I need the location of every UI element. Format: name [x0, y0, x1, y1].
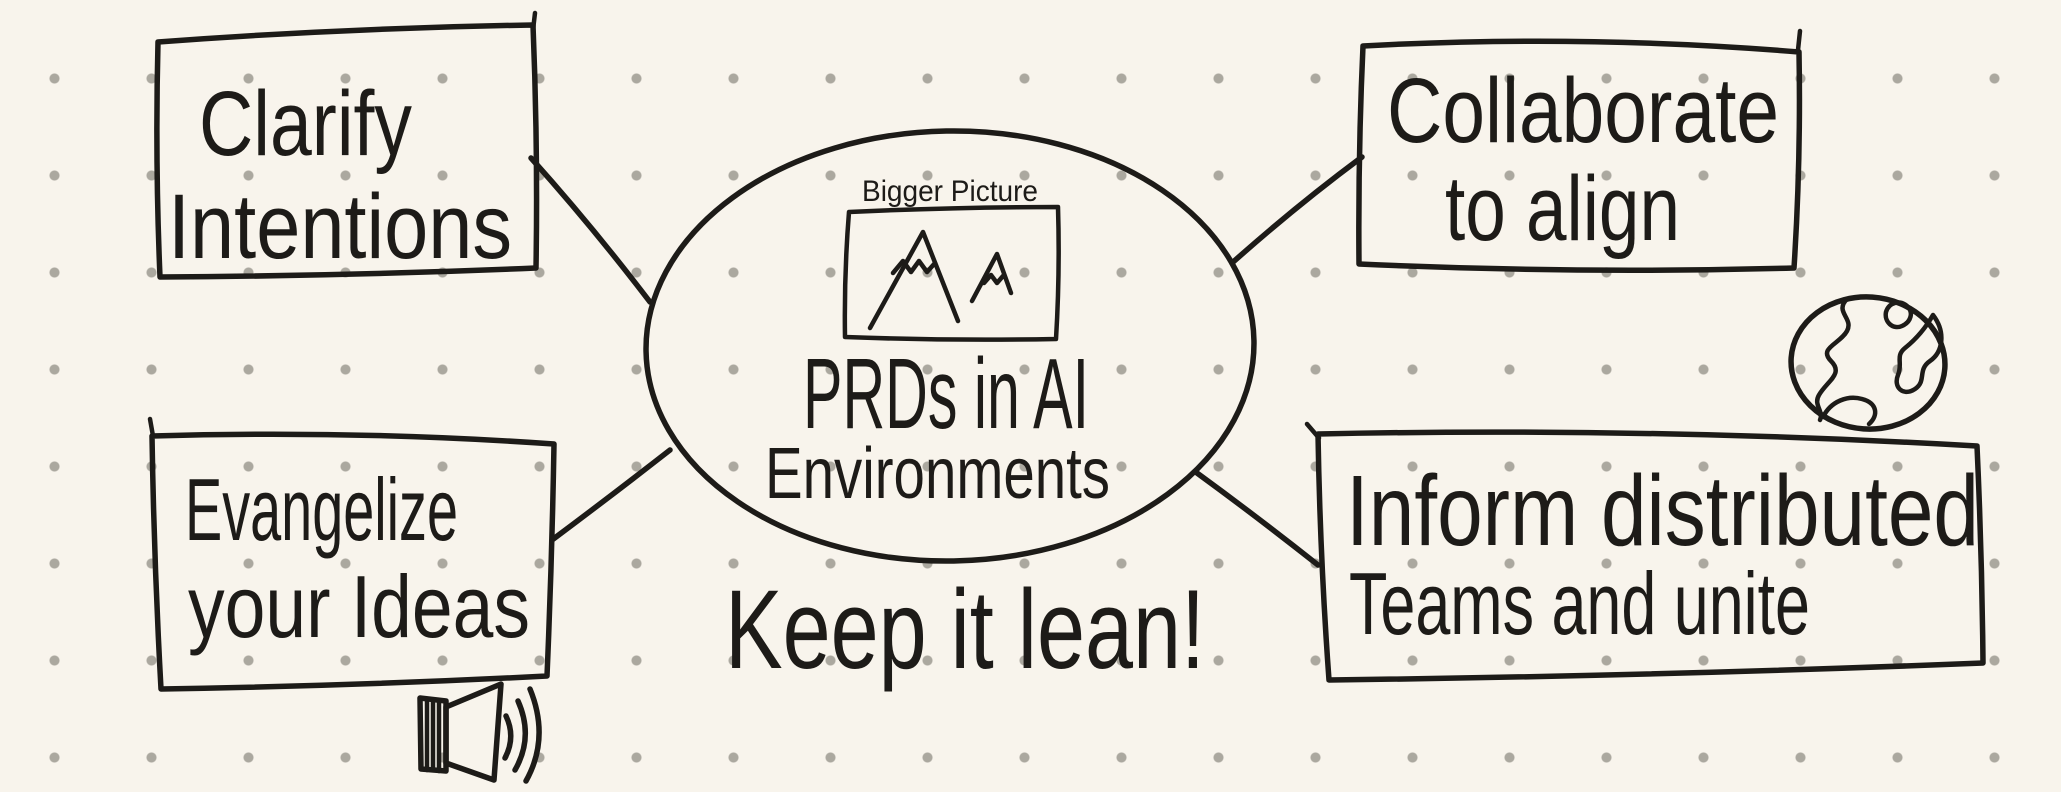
clarify-label-line1: Clarify	[199, 73, 412, 175]
globe-continent-right	[1894, 312, 1944, 395]
collaborate-box-outline	[1356, 38, 1803, 273]
inform-box-outline	[1315, 429, 1986, 683]
mountain-small	[969, 251, 1014, 304]
connector-top-left	[528, 155, 653, 305]
mountain-picture-icon	[842, 204, 1061, 342]
globe-continent-top	[1883, 300, 1914, 330]
globe-icon	[1788, 294, 1948, 432]
globe-continent-bottom	[1820, 395, 1878, 427]
node-evangelize-your-ideas: Evangelize your Ideas	[147, 416, 557, 692]
speaker-sound-waves	[502, 686, 542, 784]
center-topic-title-line1: PRDs in AI	[803, 338, 1089, 450]
mountain-large-snowline	[890, 258, 938, 276]
globe-outline	[1788, 294, 1948, 432]
center-topic-outline	[643, 128, 1257, 564]
clarify-label-line2: Intentions	[168, 176, 512, 278]
mountain-small-snowline	[981, 272, 1006, 286]
center-topic-title-line2: Environments	[765, 434, 1110, 514]
speaker-cone	[443, 681, 504, 783]
clarify-box-outline	[154, 22, 540, 280]
connector-lines	[528, 154, 1365, 568]
node-inform-distributed-teams: Inform distributed Teams and unite	[1304, 421, 1986, 683]
center-topic-node: Bigger Picture PRDs in AI Environments	[643, 128, 1257, 564]
globe-continent-left	[1814, 296, 1851, 423]
collaborate-label-line1: Collaborate	[1387, 60, 1779, 162]
inform-label-line1: Inform distributed	[1346, 455, 1979, 567]
speaker-icon	[417, 681, 542, 784]
evangelize-box-corner-tick	[147, 416, 156, 439]
picture-frame-outline	[842, 204, 1061, 342]
evangelize-label-line1: Evangelize	[185, 460, 458, 559]
evangelize-label-line2: your Ideas	[188, 557, 530, 656]
tagline-text: Keep it lean!	[725, 567, 1205, 692]
connector-bottom-left	[549, 447, 673, 543]
connector-bottom-right	[1194, 470, 1321, 568]
inform-label-line2: Teams and unite	[1349, 554, 1810, 653]
collaborate-box-corner-tick	[1795, 28, 1803, 53]
evangelize-box-outline	[149, 431, 557, 692]
node-collaborate-to-align: Collaborate to align	[1356, 28, 1803, 273]
connector-top-right	[1229, 154, 1365, 266]
center-topic-caption: Bigger Picture	[862, 175, 1038, 208]
collaborate-label-line2: to align	[1445, 158, 1680, 260]
inform-box-corner-tick	[1304, 421, 1322, 441]
node-clarify-intentions: Clarify Intentions	[154, 10, 540, 280]
clarify-box-corner-tick	[530, 10, 538, 33]
speaker-back-hatching	[424, 696, 442, 774]
mountain-large	[867, 229, 961, 331]
